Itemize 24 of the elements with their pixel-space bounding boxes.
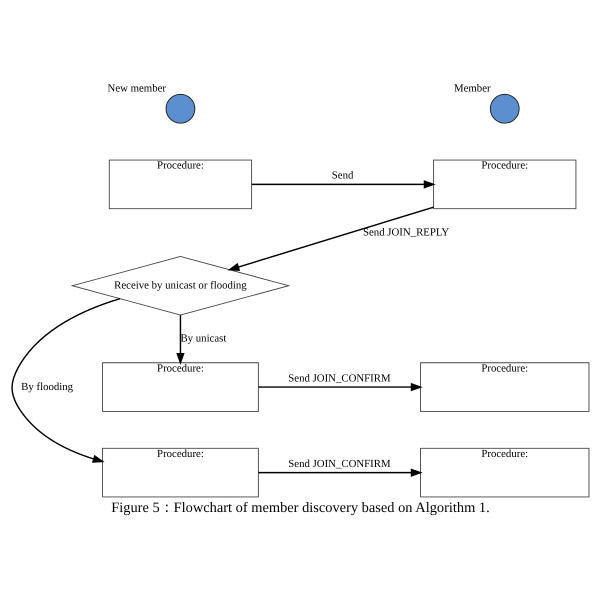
node-box: Procedure: (108, 159, 252, 209)
arrow (11, 298, 120, 462)
edge-label: By unicast (180, 332, 226, 344)
node-diamond: Receive by unicast or flooding (70, 256, 290, 315)
arrow (258, 382, 423, 391)
node-box: Procedure: (102, 447, 259, 497)
edge-label: Send JOIN_REPLY (363, 226, 450, 238)
edge-label: By flooding (21, 380, 74, 392)
node-box: Procedure: (420, 447, 590, 497)
node-box: Procedure: (433, 159, 576, 209)
edge-label: Send (332, 169, 354, 182)
node-person (166, 93, 196, 124)
caption: Figure 5：Flowchart of member discovery based on Algorithm 1. (111, 500, 490, 516)
edge-label: Send JOIN_CONFIRM (288, 372, 391, 384)
node-box: Procedure: (102, 362, 259, 412)
arrow (252, 180, 436, 188)
node-label: Member (454, 82, 491, 94)
arrow (228, 206, 434, 270)
arrow (258, 468, 423, 476)
node-box: Procedure: (420, 362, 590, 412)
edge-label: Send JOIN_CONFIRM (288, 457, 391, 470)
node-person (490, 93, 520, 124)
node-label: New member (108, 82, 166, 94)
arrow (176, 314, 185, 364)
